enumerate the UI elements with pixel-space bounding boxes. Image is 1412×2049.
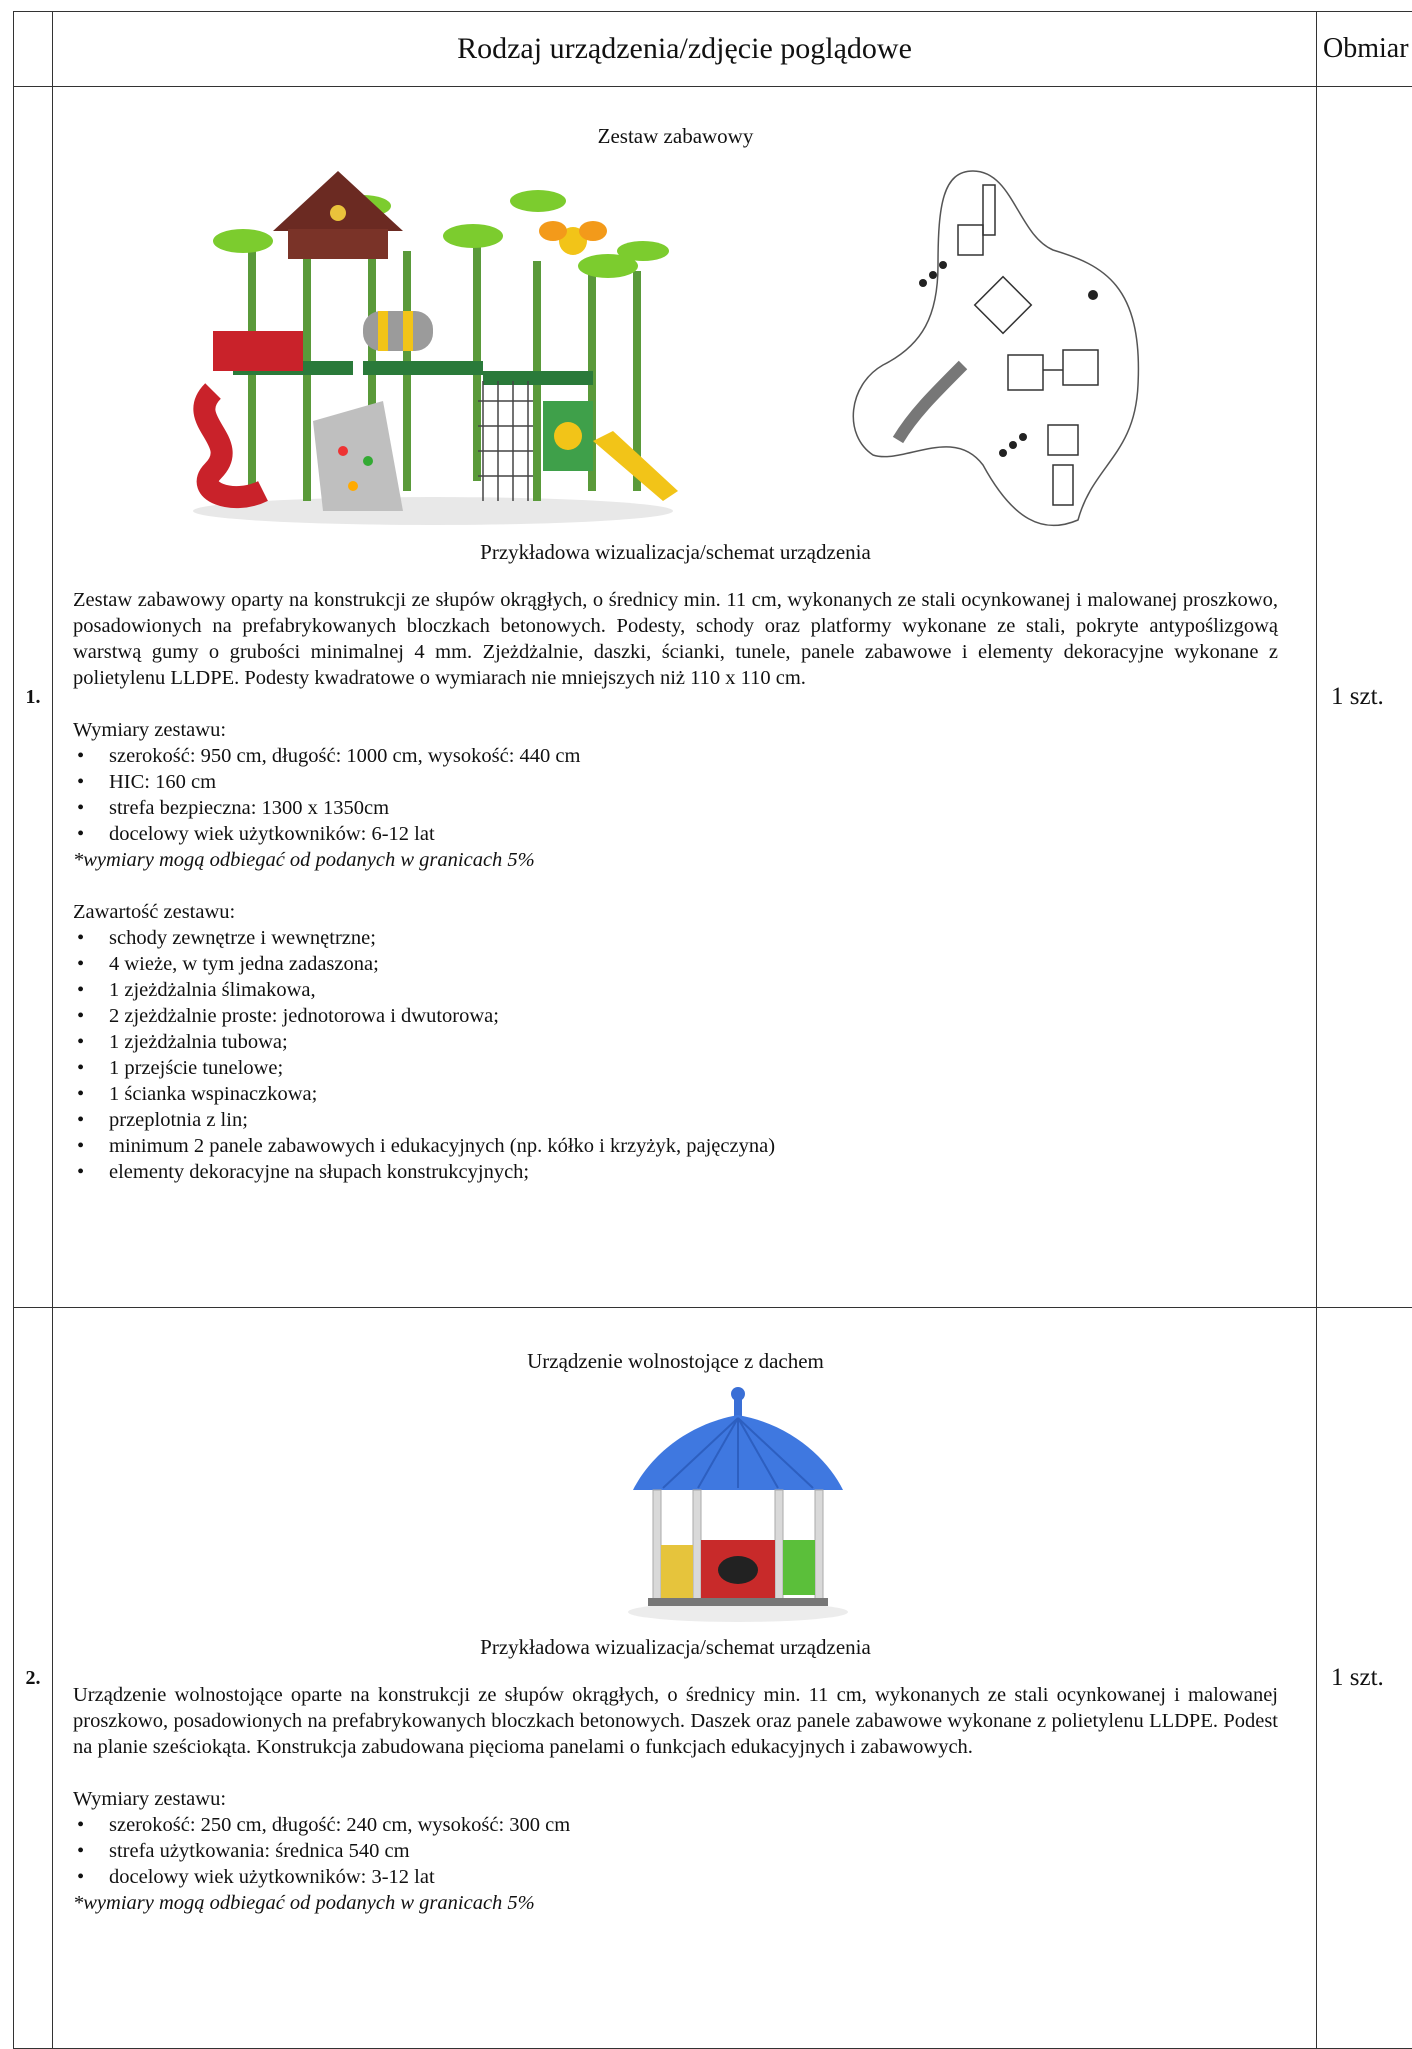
item-quantity: 1 szt. [1317,87,1412,1308]
dimensions-heading: Wymiary zestawu: [73,1786,1278,1812]
item-quantity: 1 szt. [1317,1308,1412,2049]
item-description: Urządzenie wolnostojące oparte na konstr… [73,1682,1278,1760]
list-item: 1 zjeżdżalnia ślimakowa, [73,977,1278,1003]
list-item: 4 wieże, w tym jedna zadaszona; [73,951,1278,977]
list-item: elementy dekoracyjne na słupach konstruk… [73,1159,1278,1185]
item-number: 1. [14,87,53,1308]
gazebo-visualization-image [613,1380,863,1625]
list-item: szerokość: 950 cm, długość: 1000 cm, wys… [73,743,1278,769]
item-content-cell: Zestaw zabawowy [53,87,1317,1308]
item-number: 2. [14,1308,53,2049]
dimensions-heading: Wymiary zestawu: [73,717,1278,743]
header-title: Rodzaj urządzenia/zdjęcie poglądowe [53,12,1317,87]
tolerance-note: *wymiary mogą odbiegać od podanych w gra… [73,847,1278,873]
dimensions-list: szerokość: 950 cm, długość: 1000 cm, wys… [73,743,1278,847]
list-item: strefa bezpieczna: 1300 x 1350cm [73,795,1278,821]
item-row-1: 1. Zestaw zabawowy [14,87,1412,1308]
list-item: przeplotnia z lin; [73,1107,1278,1133]
list-item: HIC: 160 cm [73,769,1278,795]
list-item: docelowy wiek użytkowników: 6-12 lat [73,821,1278,847]
list-item: minimum 2 panele zabawowych i edukacyjny… [73,1133,1278,1159]
item-images [73,1380,1278,1630]
list-item: szerokość: 250 cm, długość: 240 cm, wyso… [73,1812,1278,1838]
item-caption: Przykładowa wizualizacja/schemat urządze… [73,539,1278,565]
spec-table: Rodzaj urządzenia/zdjęcie poglądowe Obmi… [13,11,1412,2049]
item-description: Zestaw zabawowy oparty na konstrukcji ze… [73,587,1278,691]
list-item: 1 przejście tunelowe; [73,1055,1278,1081]
dimensions-list: szerokość: 250 cm, długość: 240 cm, wyso… [73,1812,1278,1890]
item-images [73,153,1278,533]
item-title: Urządzenie wolnostojące z dachem [73,1348,1278,1374]
contents-heading: Zawartość zestawu: [73,899,1278,925]
item-caption: Przykładowa wizualizacja/schemat urządze… [73,1634,1278,1660]
header-quantity-label: Obmiar [1317,12,1412,87]
header-row: Rodzaj urządzenia/zdjęcie poglądowe Obmi… [14,12,1412,87]
list-item: 2 zjeżdżalnie proste: jednotorowa i dwut… [73,1003,1278,1029]
tolerance-note: *wymiary mogą odbiegać od podanych w gra… [73,1890,1278,1916]
header-number-cell [14,12,53,87]
list-item: 1 zjeżdżalnia tubowa; [73,1029,1278,1055]
contents-list: schody zewnętrze i wewnętrzne; 4 wieże, … [73,925,1278,1185]
item-title: Zestaw zabawowy [73,123,1278,149]
list-item: docelowy wiek użytkowników: 3-12 lat [73,1864,1278,1890]
item-content-cell: Urządzenie wolnostojące z dachem [53,1308,1317,2049]
list-item: schody zewnętrze i wewnętrzne; [73,925,1278,951]
item-row-2: 2. Urządzenie wolnostojące z dachem [14,1308,1412,2049]
playground-visualization-image [153,161,713,531]
list-item: strefa użytkowania: średnica 540 cm [73,1838,1278,1864]
list-item: 1 ścianka wspinaczkowa; [73,1081,1278,1107]
site-plan-schematic-image [843,165,1143,530]
